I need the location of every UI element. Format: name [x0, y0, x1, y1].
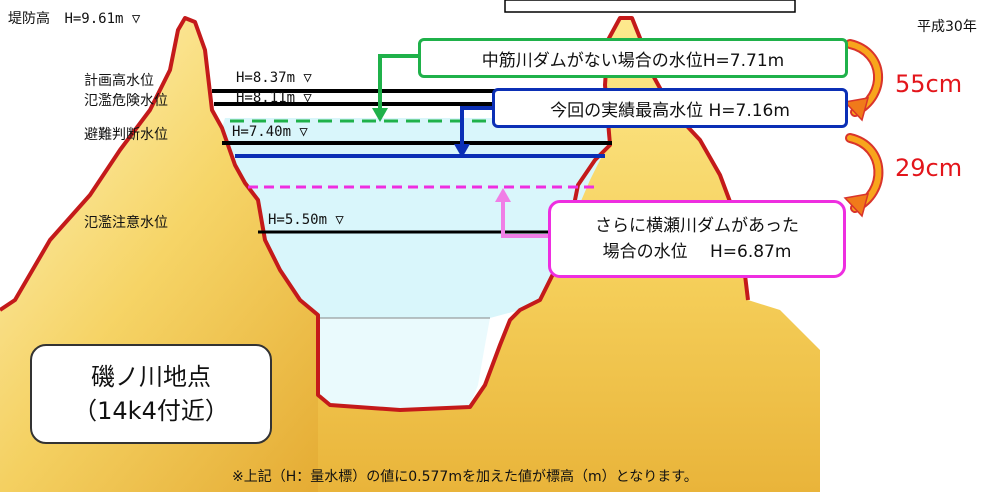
- diff-arrow-1: [843, 39, 884, 122]
- dike-height-value: H=9.61m ▽: [64, 11, 141, 27]
- level-label-danger: 氾濫危険水位: [84, 90, 168, 110]
- level-label-evac: 避難判断水位: [84, 124, 168, 144]
- green-arrow: [378, 54, 420, 112]
- dike-height-label: 堤防高 H=9.61m ▽: [8, 8, 140, 28]
- location-kp: （14k4付近）: [73, 397, 229, 425]
- channel-lower: [318, 318, 490, 410]
- level-value-evac: H=7.40m ▽: [232, 124, 308, 140]
- level-name-caution: 氾濫注意水位: [84, 215, 168, 231]
- diff-29cm: 29cm: [895, 154, 963, 182]
- level-name-plan: 計画高水位: [84, 73, 154, 89]
- level-label-caution: 氾濫注意水位: [84, 212, 168, 232]
- dike-height-name: 堤防高: [8, 11, 50, 27]
- diff-arrow-2: [843, 133, 884, 218]
- level-value-plan: H=8.37m ▽: [236, 70, 312, 86]
- level-label-plan: 計画高水位: [84, 70, 154, 90]
- location-name: 磯ノ川地点: [91, 363, 211, 391]
- yokose-callout-line2: 場合の水位 H=6.87m: [602, 242, 792, 262]
- diff-55cm: 55cm: [895, 70, 963, 98]
- location-box: 磯ノ川地点 （14k4付近）: [30, 344, 272, 444]
- top-right-text: 平成30年: [917, 19, 977, 35]
- level-value-caution: H=5.50m ▽: [268, 212, 344, 228]
- blue-arrow: [460, 106, 495, 148]
- bank-outline: [0, 16, 750, 412]
- level-value-danger: H=8.11m ▽: [236, 90, 312, 106]
- water-body: [222, 118, 610, 318]
- no-dam-callout: 中筋川ダムがない場合の水位H=7.71m: [418, 38, 848, 78]
- yokose-dam-callout: さらに横瀬川ダムがあった 場合の水位 H=6.87m: [548, 200, 846, 278]
- level-name-evac: 避難判断水位: [84, 127, 168, 143]
- actual-level-callout: 今回の実績最高水位 H=7.16m: [492, 88, 848, 128]
- yokose-callout-line1: さらに横瀬川ダムがあった: [595, 216, 799, 236]
- level-name-danger: 氾濫危険水位: [84, 93, 168, 109]
- footnote: ※上記（H：量水標）の値に0.577mを加えた値が標高（m）となります。: [232, 469, 698, 485]
- pink-arrow: [501, 198, 550, 238]
- top-empty-box: [504, 0, 796, 13]
